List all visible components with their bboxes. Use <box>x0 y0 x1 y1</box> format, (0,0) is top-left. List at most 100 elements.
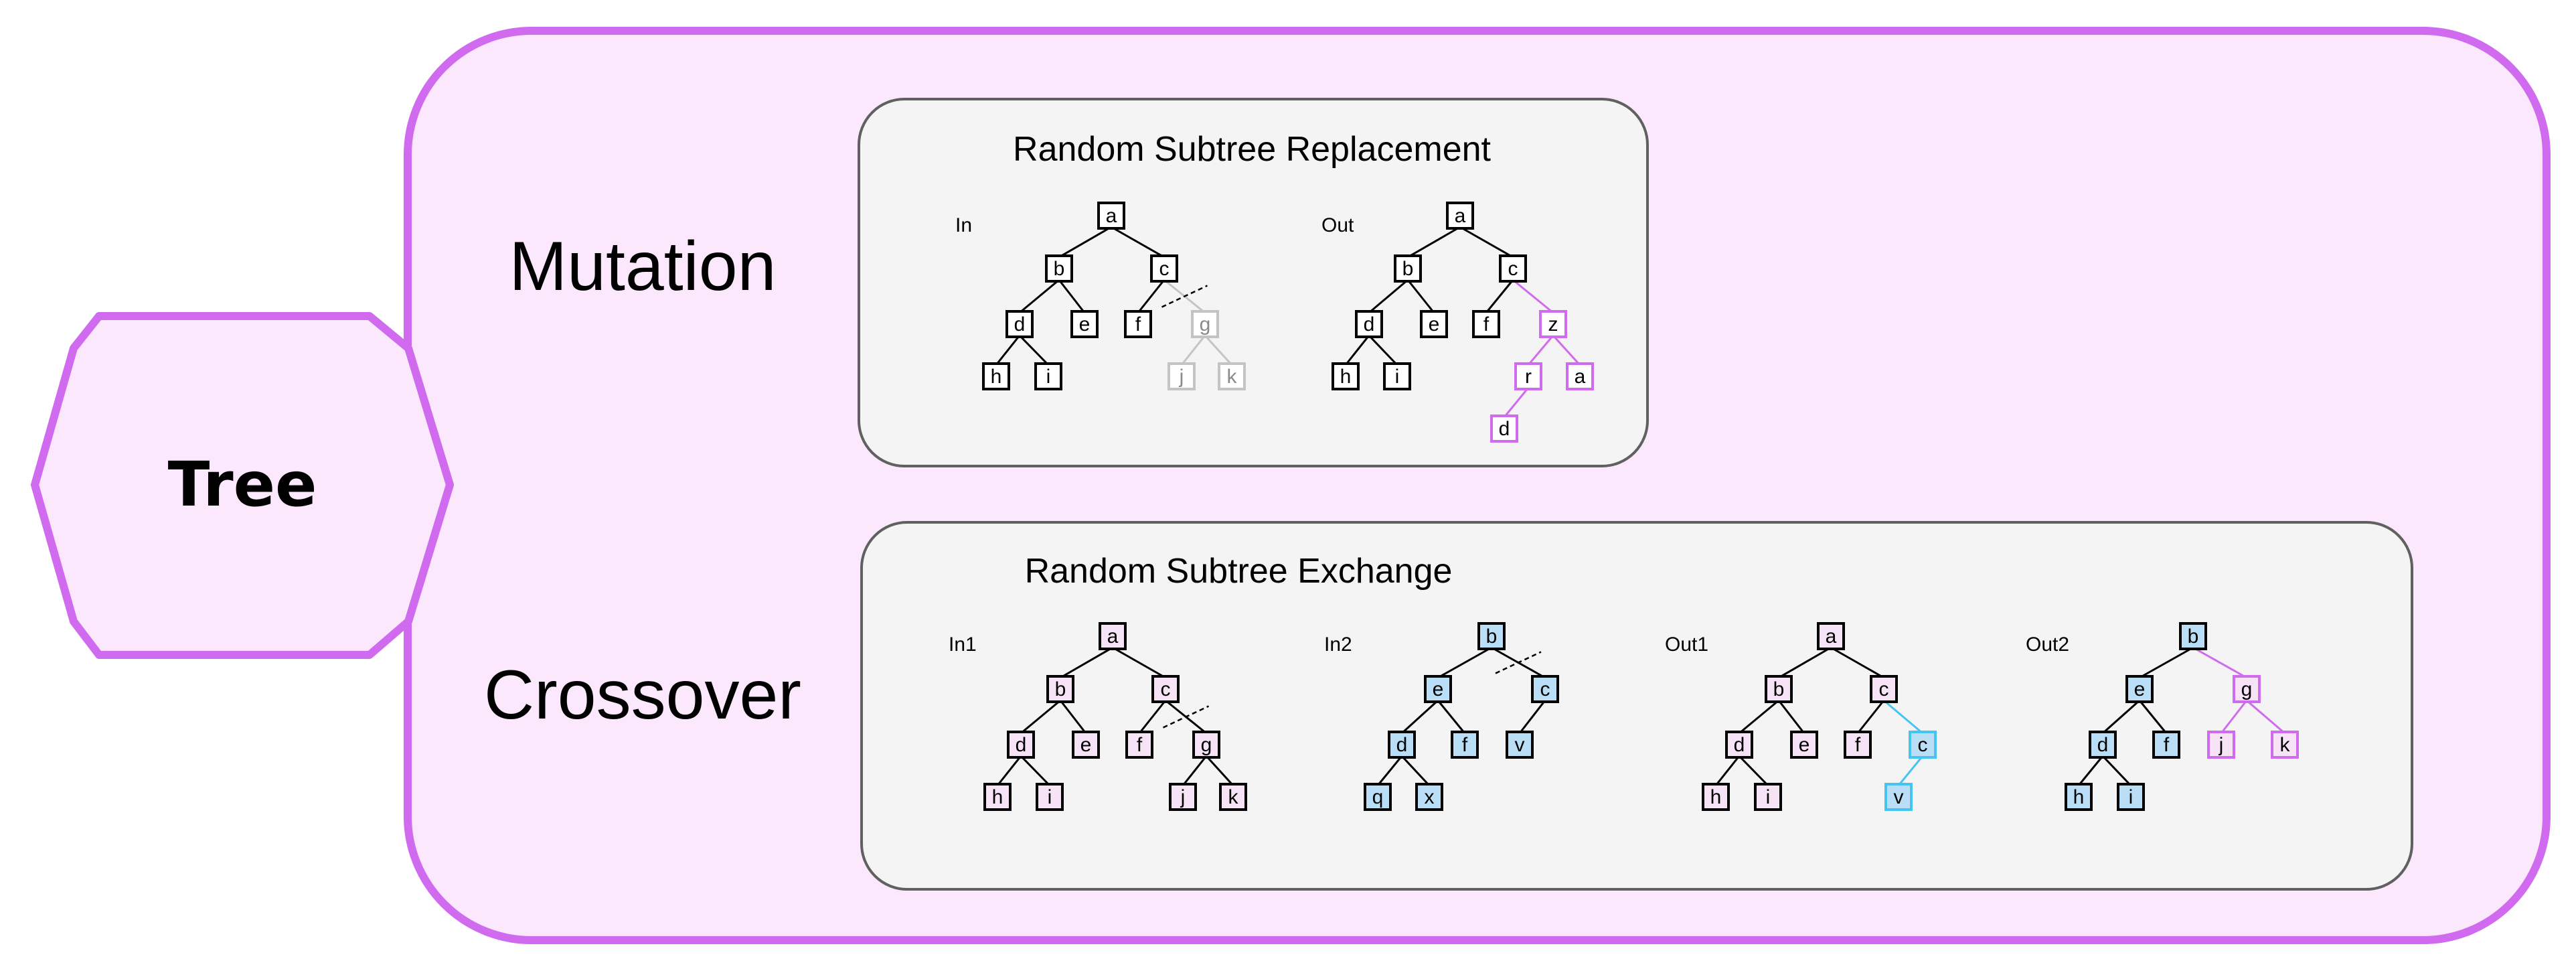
tree-node-label: d <box>1364 313 1375 335</box>
tree-node: e <box>1424 675 1452 703</box>
tree-node-box <box>1007 731 1035 759</box>
tree-node-box <box>1191 310 1219 338</box>
tree-node-box <box>1034 362 1062 390</box>
tree-node-label: e <box>1429 313 1440 335</box>
tree-node: e <box>1072 731 1100 759</box>
tree-node-box <box>1072 731 1100 759</box>
tree-node-label: h <box>991 366 1002 388</box>
tree-node-label: v <box>1894 786 1904 808</box>
tree-edge <box>1527 335 1554 366</box>
tree-node-label: j <box>1180 786 1186 808</box>
tree-edge <box>996 755 1022 786</box>
tree-node-label: d <box>1499 418 1510 440</box>
cut-marker <box>1161 285 1208 308</box>
tree-node-box <box>1151 675 1180 703</box>
tree-node-box <box>2152 731 2180 759</box>
tree-node-box <box>1097 202 1125 230</box>
tree-node: a <box>1817 622 1845 650</box>
tree-node: d <box>1490 415 1518 443</box>
tree-node: j <box>2207 731 2235 759</box>
tree-node-label: c <box>1540 678 1550 700</box>
mutation-out-label: Out <box>1321 214 1354 236</box>
tree-node-box <box>2089 731 2117 759</box>
tree-node-box <box>1790 731 1818 759</box>
tree-node-box <box>1446 202 1474 230</box>
tree-node: e <box>2125 675 2154 703</box>
tree-node: c <box>1909 731 1937 759</box>
tree-node-label: v <box>1515 734 1525 756</box>
tree-node: b <box>1477 622 1506 650</box>
tree-node-label: r <box>1525 366 1532 388</box>
tree-node: i <box>1383 362 1411 390</box>
tree-node: h <box>2065 783 2093 811</box>
tree-node: v <box>1506 731 1534 759</box>
tree-node: c <box>1531 675 1559 703</box>
tree-node: v <box>1884 783 1913 811</box>
tree-edge <box>2077 755 2104 786</box>
tree-node: h <box>1702 783 1730 811</box>
tree-node-label: c <box>1879 678 1889 700</box>
tree-node-label: h <box>992 786 1003 808</box>
tree-node-box <box>1168 362 1196 390</box>
tree-node-box <box>1754 783 1782 811</box>
tree-node: e <box>1420 310 1448 338</box>
tree-node-box <box>1099 622 1127 650</box>
tree-edge <box>1344 335 1370 366</box>
tree-node: q <box>1364 783 1392 811</box>
tree-node: d <box>1388 731 1416 759</box>
tree-node-label: x <box>1425 786 1435 808</box>
tree-node-label: g <box>1201 734 1212 756</box>
cut-marker <box>1495 651 1542 674</box>
tree-node-box <box>1817 622 1845 650</box>
tree-node: c <box>1151 675 1180 703</box>
tree-node-box <box>1219 783 1247 811</box>
tree-node-box <box>2117 783 2145 811</box>
tree-node-label: b <box>1055 678 1066 700</box>
tree-node-box <box>1036 783 1064 811</box>
tree-node: b <box>1394 254 1422 283</box>
tree-node-label: f <box>1855 734 1861 756</box>
tree-edge <box>1368 279 1408 314</box>
tree-node-label: c <box>1508 258 1518 280</box>
tree-node: d <box>1355 310 1383 338</box>
tree-edge <box>2101 755 2132 787</box>
tree-node-label: b <box>1402 258 1414 280</box>
tree-node: f <box>1472 310 1500 338</box>
tree-node-box <box>1169 783 1197 811</box>
tree-node-label: i <box>1046 366 1051 388</box>
tree-edge <box>1512 279 1554 314</box>
tree-node-label: i <box>1048 786 1052 808</box>
tree-node-label: f <box>1462 734 1468 756</box>
tree-node-box <box>1415 783 1443 811</box>
tree-node: f <box>2152 731 2180 759</box>
tree-edge <box>1182 755 1208 786</box>
tree-node-label: k <box>1228 786 1239 808</box>
tree-node: b <box>2179 622 2207 650</box>
tree-edge <box>1205 755 1234 787</box>
tree-edge <box>995 335 1021 366</box>
tree-node-box <box>1451 731 1479 759</box>
tree-node: k <box>1219 783 1247 811</box>
tree-node: d <box>1007 731 1035 759</box>
tree-edge <box>1485 279 1514 313</box>
tree-node-box <box>2271 731 2299 759</box>
tree-node: i <box>1034 362 1062 390</box>
tree-node-box <box>1420 310 1448 338</box>
tree-node-box <box>2179 622 2207 650</box>
tree-node-box <box>1218 362 1246 390</box>
tree-node-label: b <box>1486 625 1498 648</box>
tree-node-box <box>2065 783 2093 811</box>
tree-node-label: e <box>1080 734 1092 756</box>
tree-node-label: c <box>1161 678 1171 700</box>
crossover-panel <box>860 521 2413 891</box>
tree-edge <box>1406 279 1435 313</box>
tree-edge <box>1137 279 1165 313</box>
tree-node-box <box>1844 731 1872 759</box>
tree-node: c <box>1150 254 1178 283</box>
tree-node-box <box>1499 254 1527 283</box>
tree-edge <box>1437 646 1492 679</box>
tree-edge <box>1060 646 1113 679</box>
